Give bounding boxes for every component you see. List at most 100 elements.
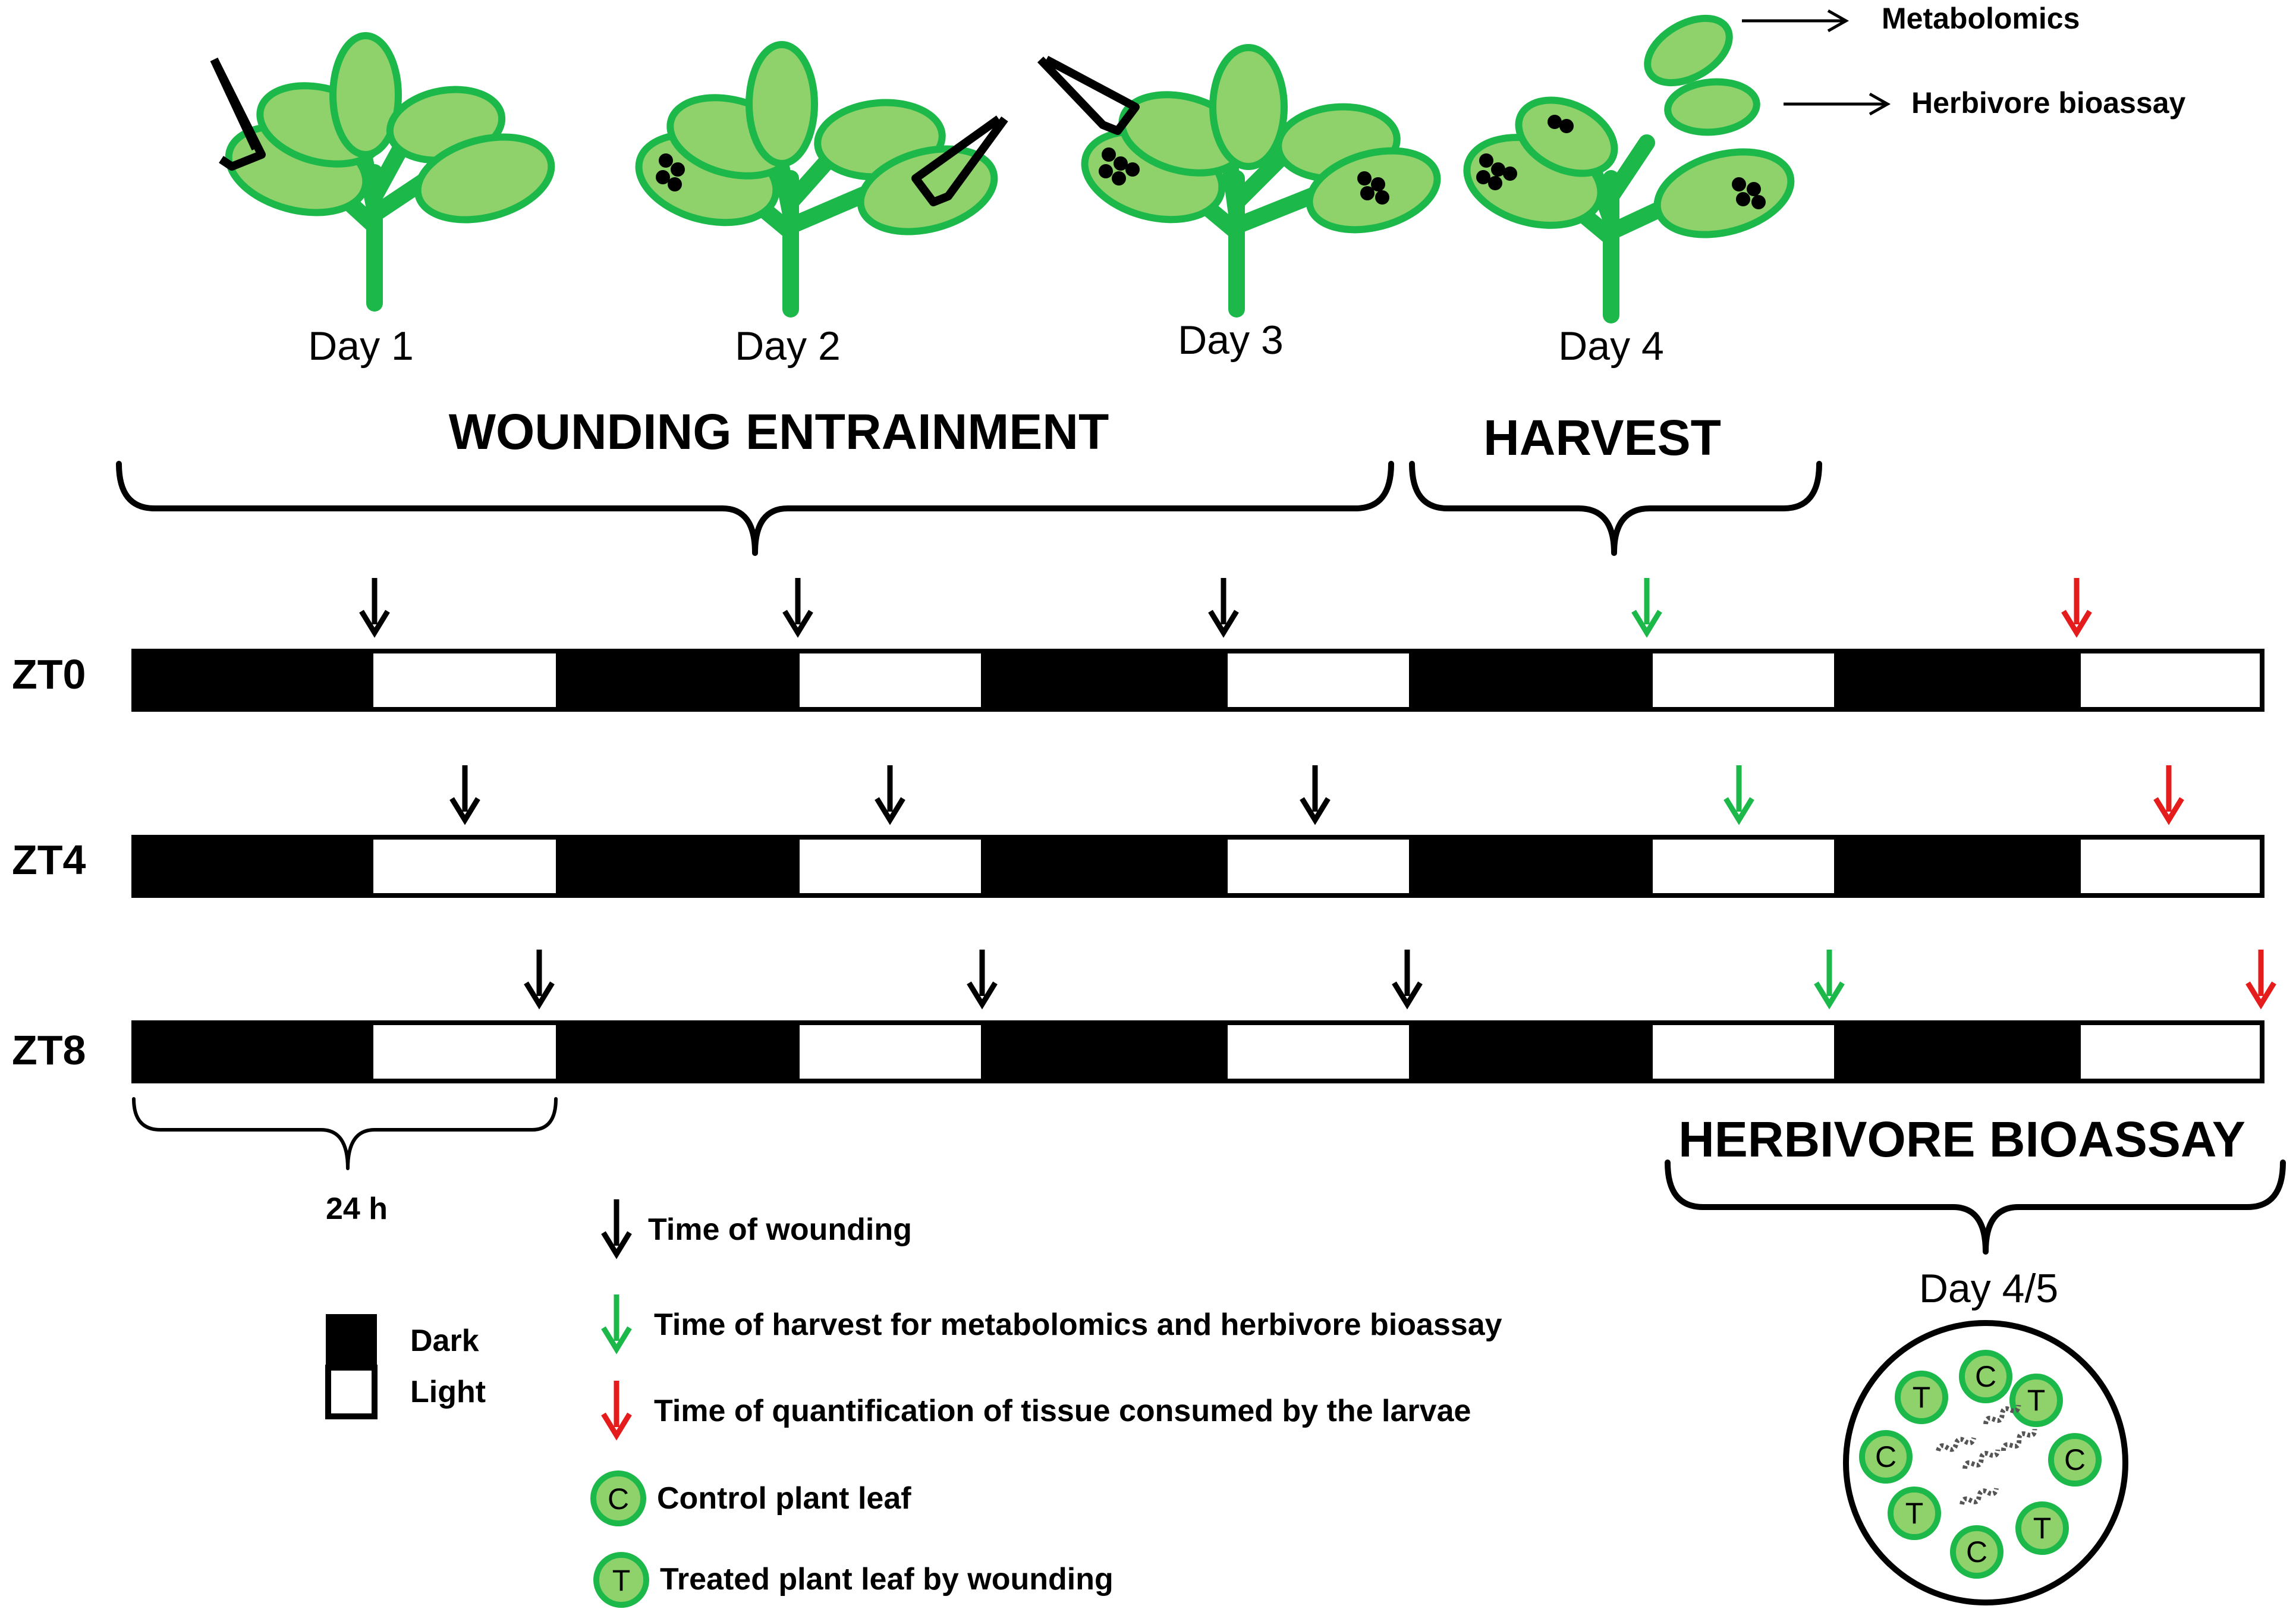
herbivore-bioassay-label: Herbivore bioassay (1911, 86, 2186, 120)
zt-row-label: ZT0 (12, 651, 86, 697)
day-label: Day 4 (1558, 323, 1664, 369)
legend-wounding-arrow-icon (603, 1199, 630, 1254)
brace-harvest (1409, 461, 1822, 556)
day-label: Day 2 (735, 323, 841, 369)
control-letter: C (608, 1482, 629, 1516)
legend-treated-label: Treated plant leaf by wounding (660, 1562, 1114, 1597)
dark-period (1409, 837, 1653, 895)
dark-period (1834, 651, 2081, 709)
quantification-arrow-icon (2248, 950, 2274, 1004)
light-period (2081, 837, 2262, 895)
control-leaf: C (1859, 1430, 1913, 1484)
legend-harvest-label: Time of harvest for metabolomics and her… (654, 1308, 1502, 1342)
legend-harvest-arrow-icon (603, 1294, 630, 1349)
braces (116, 461, 2286, 1255)
treated-letter: T (612, 1564, 631, 1597)
plant-leaves (1081, 44, 1441, 234)
legend-light-swatch (325, 1365, 378, 1419)
timeline-row-border (131, 835, 2264, 898)
timeline-row-zt4 (131, 835, 2264, 898)
plant-day-3 (1037, 44, 1441, 318)
forceps-icon (1037, 55, 1140, 135)
dark-period (134, 837, 373, 895)
zt-row-label: ZT8 (12, 1027, 86, 1073)
wounding-arrow-icon (526, 950, 552, 1004)
output-arrows (1742, 9, 1891, 116)
harvested-leaf-metabolomics (1644, 14, 1733, 87)
light-period (1653, 837, 1834, 895)
day-label: Day 3 (1178, 318, 1284, 363)
wound-marks (1099, 147, 1389, 205)
leaf-letter: C (1966, 1535, 1987, 1569)
dark-period (1409, 1023, 1653, 1081)
legend-dark-swatch (326, 1314, 377, 1365)
plant-leaves (225, 32, 555, 224)
dark-period (134, 651, 373, 709)
treated-leaf: T (1895, 1371, 1948, 1424)
plant-leaves (1463, 96, 1795, 238)
plant-day-4 (1463, 96, 1795, 323)
wound-marks (656, 153, 685, 191)
dark-period (981, 1023, 1228, 1081)
event-arrows (361, 578, 2274, 1004)
dark-period (981, 837, 1228, 895)
leaf-letter: T (1905, 1497, 1924, 1530)
timeline-row-border (131, 1020, 2264, 1083)
plant-leaves (635, 41, 998, 235)
dark-period (1409, 651, 1653, 709)
legend-quantification-arrow-icon (603, 1381, 630, 1435)
quantification-arrow-icon (2156, 765, 2182, 820)
leaf-letter: T (1913, 1381, 1931, 1414)
light-period (800, 1023, 981, 1081)
timeline-row-zt8 (131, 1020, 2264, 1083)
light-period (1228, 837, 1409, 895)
legend-quantification-label: Time of quantification of tissue consume… (654, 1394, 1471, 1428)
control-leaf: C (1950, 1525, 2004, 1579)
dark-period (981, 651, 1228, 709)
legend-light-label: Light (410, 1375, 486, 1409)
wounding-arrow-icon (361, 578, 388, 633)
day-label: Day 1 (308, 323, 414, 369)
timeline-row-zt0 (131, 649, 2264, 712)
light-period (373, 1023, 556, 1081)
plant-day-2 (635, 41, 1008, 318)
forceps-icon (911, 115, 1008, 206)
brace-24h (132, 1097, 558, 1170)
wounding-arrow-icon (785, 578, 811, 633)
plant-day-1 (210, 32, 555, 312)
legend: Dark Light Time of wounding Time of harv… (325, 1199, 1502, 1608)
light-period (373, 837, 556, 895)
light-period (1228, 651, 1409, 709)
timeline (131, 649, 2264, 1083)
wounding-arrow-icon (452, 765, 478, 820)
harvest-arrow-icon (1816, 950, 1842, 1004)
control-leaf: C (2048, 1433, 2102, 1487)
brace-herbivore-bioassay (1665, 1159, 2286, 1255)
bioassay-day-label: Day 4/5 (1919, 1266, 2058, 1311)
harvest-heading: HARVEST (1483, 410, 1721, 466)
leaf-letter: T (2027, 1384, 2046, 1417)
wounding-entrainment-heading: WOUNDING ENTRAINMENT (449, 404, 1109, 460)
dark-period (1834, 1023, 2081, 1081)
legend-control-leaf-icon: C (590, 1470, 646, 1526)
light-period (1653, 1023, 1834, 1081)
light-period (373, 651, 556, 709)
treated-leaf: T (2015, 1501, 2069, 1555)
light-period (2081, 651, 2262, 709)
legend-control-label: Control plant leaf (657, 1481, 911, 1516)
light-period (800, 651, 981, 709)
leaf-letter: C (1875, 1440, 1896, 1473)
dark-period (556, 837, 800, 895)
dark-period (1834, 837, 2081, 895)
timeline-row-border (131, 649, 2264, 712)
legend-treated-leaf-icon: T (593, 1552, 649, 1608)
dark-period (134, 1023, 373, 1081)
harvested-leaf-bioassay (1664, 78, 1760, 136)
treated-leaf: T (2009, 1374, 2063, 1427)
light-period (1228, 1023, 1409, 1081)
legend-dark-label: Dark (410, 1324, 479, 1358)
wound-marks (1476, 115, 1766, 209)
light-period (800, 837, 981, 895)
